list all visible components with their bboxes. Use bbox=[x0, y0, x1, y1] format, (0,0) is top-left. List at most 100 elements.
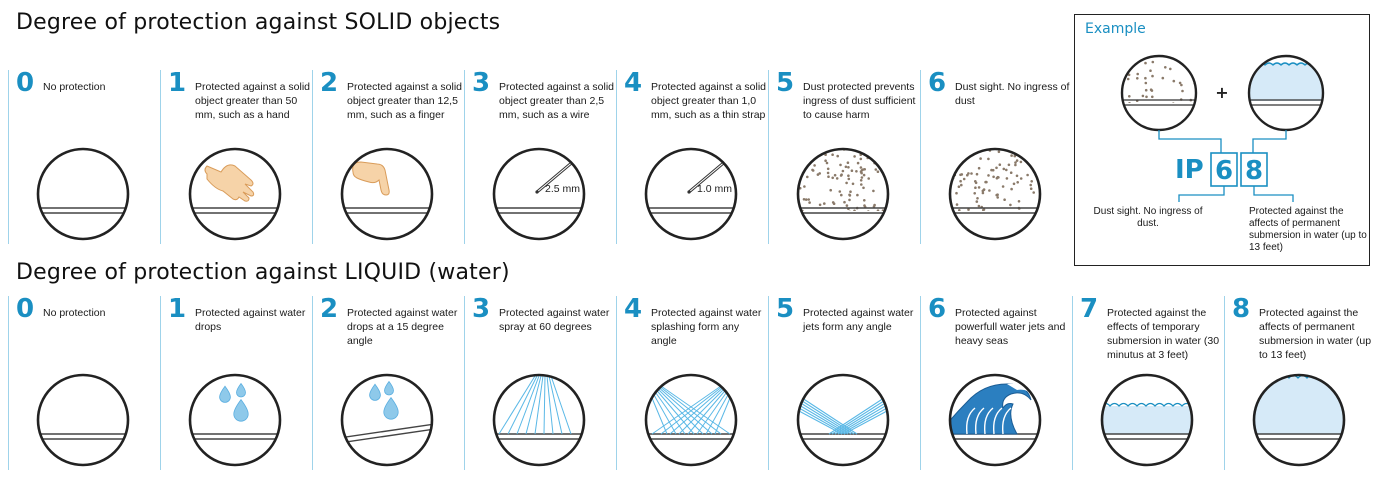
water-body bbox=[1254, 375, 1344, 434]
example-water-disc bbox=[1247, 54, 1325, 132]
liquid-level-7: 7 Protected against the effects of tempor… bbox=[1072, 296, 1224, 470]
solid-illustration-none bbox=[36, 147, 130, 241]
liquid-illustration-drops bbox=[188, 373, 282, 467]
example-dust-disc bbox=[1120, 54, 1198, 132]
liquid-illustration-none bbox=[36, 373, 130, 467]
connector-note-liquid bbox=[1253, 186, 1294, 202]
level-number: 4 bbox=[624, 294, 643, 324]
disc-outline bbox=[188, 147, 282, 241]
disc-outline bbox=[796, 147, 890, 241]
level-description: No protection bbox=[43, 81, 106, 93]
example-note-liquid: Protected against the affects of permane… bbox=[1249, 206, 1367, 253]
disc-outline bbox=[644, 373, 738, 467]
level-description: Protected against a solid object greater… bbox=[499, 81, 614, 121]
disc-outline bbox=[796, 373, 890, 467]
disc-outline bbox=[492, 373, 586, 467]
liquid-illustration-submerge-perm bbox=[1252, 373, 1346, 467]
ip-prefix: IP bbox=[1175, 155, 1204, 185]
liquid-illustration-drops-tilt bbox=[340, 373, 434, 467]
disc-background bbox=[190, 375, 280, 465]
level-number: 6 bbox=[928, 68, 947, 98]
level-number: 2 bbox=[320, 294, 339, 324]
liquid-level-3: 3 Protected against water spray at 60 deg… bbox=[464, 296, 616, 470]
surface-line bbox=[342, 428, 432, 444]
water-body bbox=[1102, 406, 1192, 434]
level-number: 0 bbox=[16, 294, 35, 324]
solid-illustration-hand bbox=[188, 147, 282, 241]
example-plus: + bbox=[1215, 83, 1228, 102]
level-number: 8 bbox=[1232, 294, 1251, 324]
level-number: 4 bbox=[624, 68, 643, 98]
level-description: Protected against a solid object greater… bbox=[347, 81, 462, 121]
level-number: 6 bbox=[928, 294, 947, 324]
liquid-illustration-wave bbox=[948, 373, 1042, 467]
surface-line bbox=[342, 423, 432, 439]
level-number: 0 bbox=[16, 68, 35, 98]
disc-outline bbox=[492, 147, 586, 241]
disc-background bbox=[38, 375, 128, 465]
ip-digit-liquid-box bbox=[1240, 152, 1268, 187]
disc-outline bbox=[36, 373, 130, 467]
disc-background bbox=[38, 149, 128, 239]
solid-illustration-dust bbox=[948, 147, 1042, 241]
disc-outline bbox=[948, 147, 1042, 241]
solid-illustration-wire: 1.0 mm bbox=[644, 147, 738, 241]
liquid-illustration-splash bbox=[644, 373, 738, 467]
disc-outline bbox=[36, 147, 130, 241]
level-description: Protected against a solid object greater… bbox=[651, 81, 766, 121]
water-jets bbox=[798, 395, 888, 435]
ip-digit-liquid: 8 bbox=[1245, 156, 1263, 186]
liquid-level-8: 8 Protected against the affects of perman… bbox=[1224, 296, 1376, 470]
solid-illustration-wire: 2.5 mm bbox=[492, 147, 586, 241]
liquid-level-0: 0 No protection bbox=[8, 296, 160, 470]
level-description: Protected against the affects of permane… bbox=[1259, 307, 1372, 361]
level-number: 7 bbox=[1080, 294, 1099, 324]
water-drops bbox=[219, 382, 249, 422]
solid-level-0: 0 No protection bbox=[8, 70, 160, 244]
level-number: 1 bbox=[168, 294, 187, 324]
connector-note-solid bbox=[1178, 186, 1225, 202]
example-note-solid: Dust sight. No ingress of dust. bbox=[1093, 206, 1203, 229]
level-description: Protected against the effects of tempora… bbox=[1107, 307, 1220, 361]
level-description: Protected against water spray at 60 degr… bbox=[499, 307, 610, 333]
disc-outline bbox=[188, 373, 282, 467]
solid-section-title: Degree of protection against SOLID objec… bbox=[16, 10, 501, 35]
level-number: 3 bbox=[472, 68, 491, 98]
level-description: Protected against water jets form any an… bbox=[803, 307, 914, 333]
disc-background bbox=[342, 375, 432, 465]
solid-illustration-dust bbox=[796, 147, 890, 241]
disc-background bbox=[646, 375, 736, 465]
level-number: 5 bbox=[776, 68, 795, 98]
wire-size-label: 1.0 mm bbox=[697, 183, 732, 195]
level-description: No protection bbox=[43, 307, 106, 319]
example-panel: Example + IP 6 8 bbox=[1074, 14, 1370, 266]
disc-outline bbox=[948, 373, 1042, 467]
liquid-level-4: 4 Protected against water splashing form … bbox=[616, 296, 768, 470]
ip-digit-solid: 6 bbox=[1215, 156, 1233, 186]
connector-solid bbox=[1158, 130, 1222, 153]
example-diagram: + IP 6 8 bbox=[1120, 54, 1325, 202]
level-description: Protected against water splashing form a… bbox=[651, 307, 762, 347]
liquid-illustration-jets bbox=[796, 373, 890, 467]
level-number: 3 bbox=[472, 294, 491, 324]
finger-icon bbox=[352, 161, 390, 196]
disc-background bbox=[494, 375, 584, 465]
hand-icon bbox=[204, 164, 255, 202]
disc-outline bbox=[1252, 373, 1346, 467]
disc-outline bbox=[644, 147, 738, 241]
water-drops bbox=[369, 380, 399, 420]
level-description: Dust protected prevents ingress of dust … bbox=[803, 81, 916, 121]
heavy-sea-wave bbox=[950, 383, 1033, 435]
level-description: Protected against powerfull water jets a… bbox=[955, 307, 1066, 347]
liquid-level-6: 6 Protected against powerfull water jets … bbox=[920, 296, 1072, 470]
solid-level-5: 5 Dust protected prevents ingress of dust… bbox=[768, 70, 920, 244]
level-description: Protected against a solid object greater… bbox=[195, 81, 310, 121]
solid-level-3: 3 Protected against a solid object greate… bbox=[464, 70, 616, 244]
example-title: Example bbox=[1085, 21, 1146, 37]
disc-outline bbox=[340, 373, 434, 467]
disc-background bbox=[798, 375, 888, 465]
